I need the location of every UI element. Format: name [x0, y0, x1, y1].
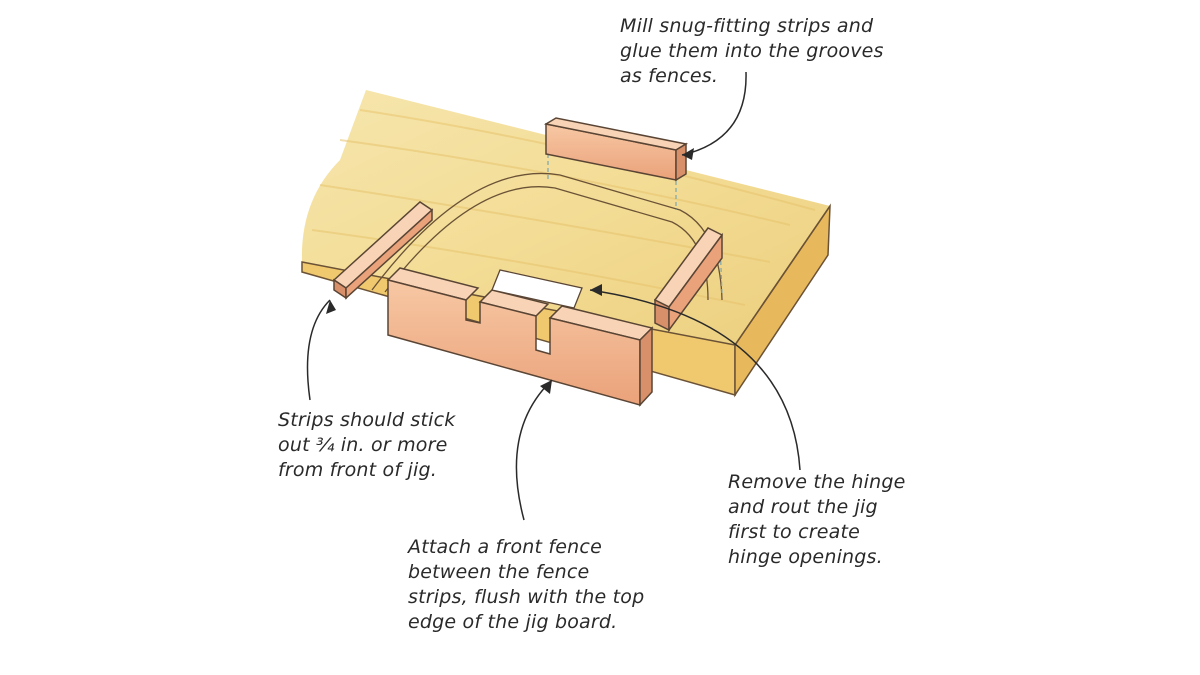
callout-attach-line-4: edge of the jig board. — [408, 611, 618, 633]
callout-strips-line-3: from front of jig. — [278, 459, 437, 481]
front-fence — [386, 267, 654, 407]
callout-remove-line-3: first to create — [728, 521, 861, 543]
callout-strips-stick-out: Strips should stick out ¾ in. or more fr… — [278, 408, 455, 483]
leader-remove — [589, 289, 801, 471]
callout-remove-line-1: Remove the hinge — [728, 471, 906, 493]
right-fence-strip — [653, 227, 724, 333]
leader-arrows — [306, 71, 801, 521]
callout-attach-line-3: strips, flush with the top — [408, 586, 645, 608]
callout-mill-strips: Mill snug-fitting strips and glue them i… — [620, 14, 884, 89]
back-fence-strip — [543, 117, 689, 182]
callout-strips-line-1: Strips should stick — [278, 409, 456, 431]
leader-strips — [306, 299, 331, 401]
arrowheads — [326, 148, 694, 394]
callout-strips-line-2: out ¾ in. or more — [278, 434, 448, 456]
left-fence-strip — [332, 201, 434, 300]
leader-attach — [515, 379, 553, 521]
callout-attach-front-fence: Attach a front fence between the fence s… — [408, 535, 644, 635]
callout-mill-line-2: glue them into the grooves — [620, 40, 884, 62]
callout-attach-line-2: between the fence — [408, 561, 590, 583]
callout-mill-line-3: as fences. — [620, 65, 719, 87]
leader-mill — [681, 71, 747, 156]
hinge-opening — [491, 269, 583, 309]
callout-mill-line-1: Mill snug-fitting strips and — [620, 15, 874, 37]
callout-remove-line-2: and rout the jig — [728, 496, 878, 518]
callout-remove-line-4: hinge openings. — [728, 546, 883, 568]
callout-attach-line-1: Attach a front fence — [408, 536, 602, 558]
callout-remove-hinge: Remove the hinge and rout the jig first … — [728, 470, 906, 570]
